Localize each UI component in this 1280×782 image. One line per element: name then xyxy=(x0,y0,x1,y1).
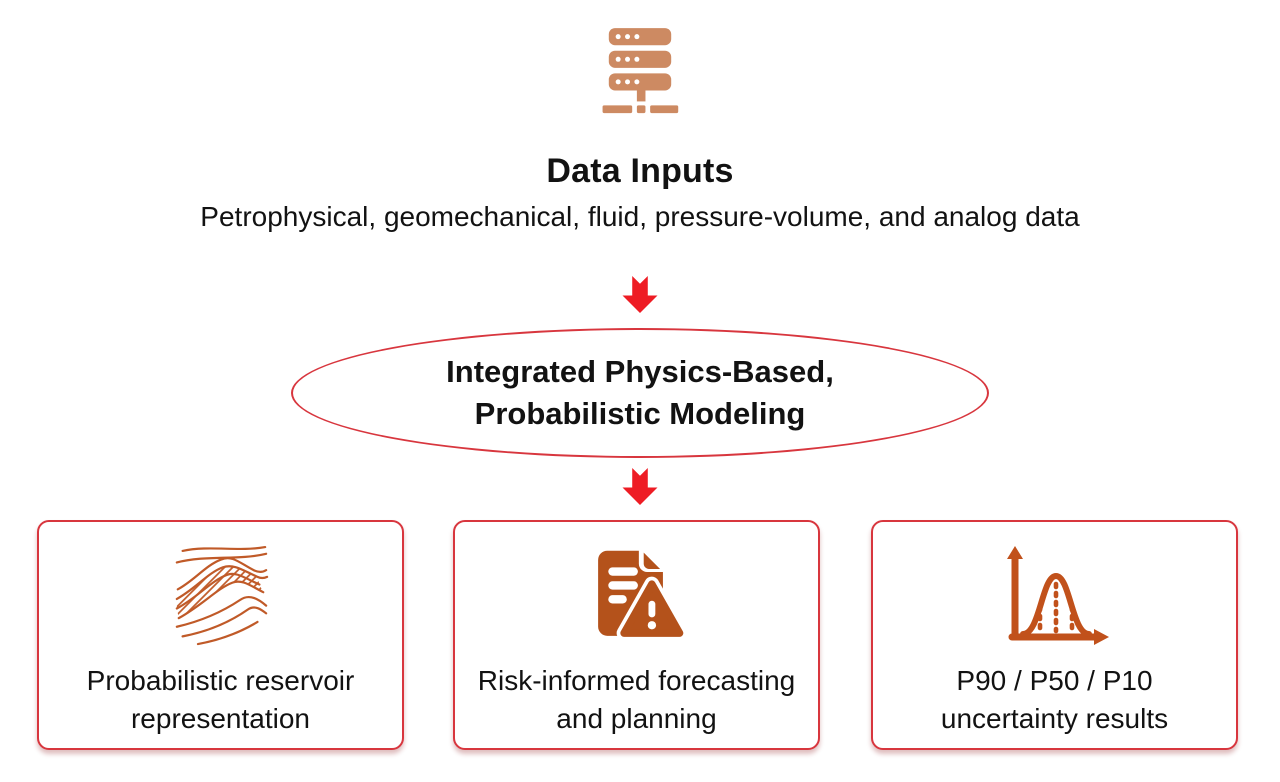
down-arrow-icon xyxy=(622,468,658,505)
output-caption: Risk-informed forecasting and planning xyxy=(478,662,795,738)
bell-curve-distribution-icon xyxy=(999,538,1111,656)
outputs-row: Probabilistic reservoir representation xyxy=(0,520,1280,750)
page-subtitle: Petrophysical, geomechanical, fluid, pre… xyxy=(200,201,1080,232)
server-database-icon xyxy=(602,28,679,114)
output-caption-line1: Risk-informed forecasting xyxy=(477,665,796,696)
geological-strata-icon xyxy=(173,538,269,656)
process-label-line2: Probabilistic Modeling xyxy=(474,396,806,431)
output-caption-line1: P90 / P50 / P10 xyxy=(956,665,1153,696)
output-card-risk: Risk-informed forecasting and planning xyxy=(453,520,820,750)
down-arrow-icon xyxy=(622,276,658,313)
process-label-line1: Integrated Physics-Based, xyxy=(446,354,834,389)
output-caption-line1: Probabilistic reservoir xyxy=(86,665,355,696)
process-ellipse: Integrated Physics-Based, Probabilistic … xyxy=(291,328,989,458)
output-caption: P90 / P50 / P10 uncertainty results xyxy=(941,662,1168,738)
output-caption-line2: and planning xyxy=(556,703,717,734)
output-card-reservoir: Probabilistic reservoir representation xyxy=(37,520,404,750)
output-caption-line2: representation xyxy=(130,703,310,734)
output-caption: Probabilistic reservoir representation xyxy=(87,662,355,738)
page-title: Data Inputs xyxy=(546,152,734,190)
output-card-uncertainty: P90 / P50 / P10 uncertainty results xyxy=(871,520,1238,750)
output-caption-line2: uncertainty results xyxy=(940,703,1169,734)
risk-document-warning-icon xyxy=(585,538,689,656)
